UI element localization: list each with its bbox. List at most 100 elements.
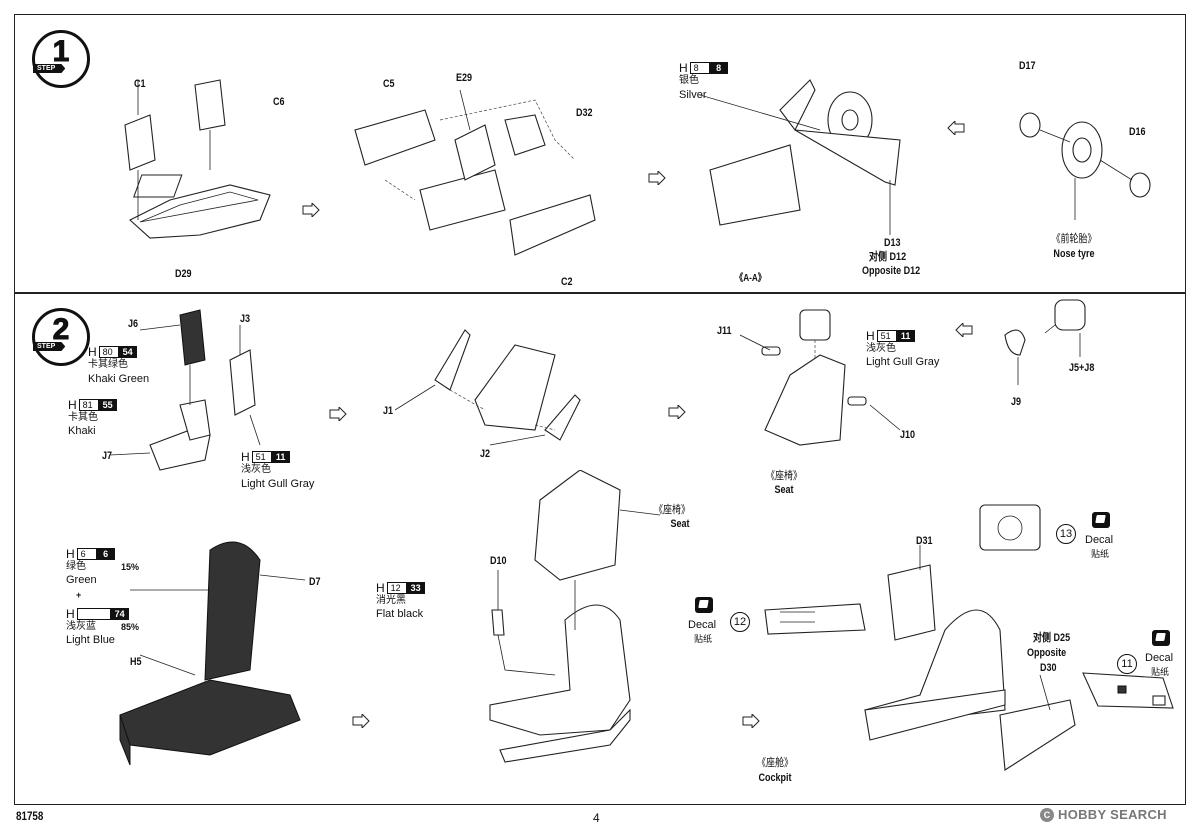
decal-callout-12: 12 (730, 612, 750, 632)
step1-number: 1 (52, 35, 70, 69)
step2-number: 2 (52, 313, 70, 347)
color-code-silver: H (679, 61, 688, 75)
color-num-white-khaki-green: 80 (98, 346, 119, 358)
opposite-d25-cn: 对侧 D25 (1033, 632, 1071, 644)
color-code-lgg-2: H (866, 329, 875, 343)
part-label-j11: J11 (717, 325, 732, 337)
decal-callout-13: 13 (1056, 524, 1076, 544)
color-num-white-lgg-2: 51 (876, 330, 897, 342)
step2-seat-sides-drawing (395, 329, 581, 446)
cockpit-en: Cockpit (758, 772, 792, 784)
part-label-j3: J3 (240, 313, 251, 325)
step1-subassembly-cockpit-drawing (354, 89, 596, 256)
color-en-flat-black: Flat black (376, 608, 424, 620)
part-label-c5: C5 (383, 78, 395, 90)
part-label-d29: D29 (175, 268, 192, 280)
color-pct-light-blue: 85% (121, 622, 140, 632)
step1-flow-arrow-3 (947, 121, 965, 135)
color-num-white-khaki: 81 (78, 399, 99, 411)
cockpit-cn: 《座舱》 (756, 757, 794, 769)
opposite-d12-en: Opposite D12 (862, 265, 921, 277)
color-en-khaki-green: Khaki Green (88, 373, 150, 385)
watermark-text: HOBBY SEARCH (1058, 807, 1167, 822)
color-num-white-silver: 8 (689, 62, 710, 74)
decal-12-sheet-drawing (764, 603, 866, 635)
opposite-d25-en: Opposite (1027, 647, 1067, 659)
step2-tag: STEP (33, 342, 66, 351)
decal-cn-12: 贴纸 (694, 634, 713, 644)
decal-icon-13 (1092, 512, 1110, 528)
step1-badge: 1 STEP (32, 30, 90, 88)
color-cn-khaki-green: 卡其绿色 (88, 359, 128, 370)
color-en-silver: Silver (679, 89, 707, 101)
decal-en-13: Decal (1085, 534, 1114, 546)
color-cn-khaki: 卡其色 (68, 412, 98, 423)
step2-seat-assembly-drawing (740, 309, 901, 446)
step1-flow-arrow-1 (302, 203, 320, 217)
step2-flow-arrow-4 (352, 714, 370, 728)
part-label-e29: E29 (456, 72, 473, 84)
opposite-d12-cn: 对侧 D12 (869, 251, 907, 263)
step2-seat-parts-drawing (110, 309, 261, 471)
decal-icon-12 (695, 597, 713, 613)
color-code-light-blue: H (66, 607, 75, 621)
color-pct-green: 15% (121, 562, 140, 572)
color-code-khaki: H (68, 398, 77, 412)
color-num-white-green: 6 (76, 548, 97, 560)
color-num-black-light-blue: 74 (110, 608, 129, 620)
step1-tag: STEP (33, 64, 66, 73)
step2-instrument-console-drawing (119, 541, 306, 766)
color-code-khaki-green: H (88, 345, 97, 359)
step2-headrest-drawing (1004, 299, 1086, 385)
color-plus: + (76, 590, 82, 600)
part-label-j10: J10 (900, 429, 916, 441)
color-code-flat-black: H (376, 581, 385, 595)
page-number: 4 (593, 811, 600, 825)
part-label-d31: D31 (916, 535, 933, 547)
part-label-d30: D30 (1040, 662, 1057, 674)
seat1-en: Seat (774, 484, 794, 496)
color-cn-green: 绿色 (66, 561, 86, 572)
color-num-black-green: 6 (96, 548, 115, 560)
step2-flow-arrow-2 (668, 405, 686, 419)
color-cn-silver: 银色 (679, 75, 699, 86)
decal-en-12: Decal (688, 619, 717, 631)
step1-section-aa-drawing (700, 79, 901, 235)
part-label-c6: C6 (273, 96, 285, 108)
color-num-white-light-blue (76, 608, 111, 620)
step2-badge: 2 STEP (32, 308, 90, 366)
color-code-lgg-1: H (241, 450, 250, 464)
watermark: C HOBBY SEARCH (1040, 807, 1167, 822)
decal-icon-11 (1152, 630, 1170, 646)
step2-flow-arrow-5 (742, 714, 760, 728)
color-cn-lgg-1: 浅灰色 (241, 464, 271, 475)
seat1-cn: 《座椅》 (765, 470, 803, 482)
step1-flow-arrow-2 (648, 171, 666, 185)
step1-nose-tyre-drawing (1019, 112, 1151, 220)
decal-en-11: Decal (1145, 652, 1174, 664)
part-label-j9: J9 (1011, 396, 1022, 408)
decal-11-panel-drawing (1082, 672, 1174, 709)
color-num-black-khaki: 55 (98, 399, 117, 411)
part-label-d32: D32 (576, 107, 593, 119)
color-num-black-khaki-green: 54 (118, 346, 137, 358)
color-num-black-lgg-2: 11 (896, 330, 915, 342)
part-label-j6: J6 (128, 318, 139, 330)
color-num-black-flat-black: 33 (406, 582, 425, 594)
decal-callout-11: 11 (1117, 654, 1137, 674)
part-label-h5: H5 (130, 656, 142, 668)
part-label-j5-j8: J5+J8 (1069, 362, 1095, 374)
watermark-logo-icon: C (1040, 807, 1054, 822)
product-code: 81758 (16, 809, 44, 823)
step1-panel (14, 14, 1186, 293)
color-cn-flat-black: 消光黑 (376, 595, 406, 606)
color-num-black-lgg-1: 11 (271, 451, 290, 463)
part-label-d10: D10 (490, 555, 507, 567)
color-num-white-flat-black: 12 (386, 582, 407, 594)
color-en-lgg-2: Light Gull Gray (866, 356, 940, 368)
